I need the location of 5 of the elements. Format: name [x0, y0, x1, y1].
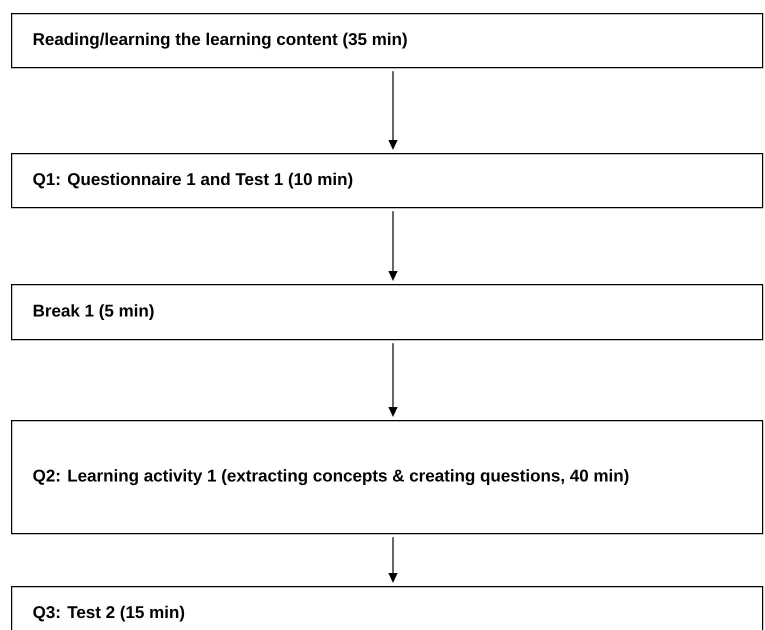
process-box: Reading/learning the learning content (35 min) [11, 13, 764, 68]
process-box: Break 1 (5 min) [11, 284, 764, 340]
process-box: Q2: Learning activity 1 (extracting concepts & creating questions, 40 min) [11, 420, 764, 534]
process-box: Q3: Test 2 (15 min) [11, 586, 764, 630]
process-box: Q1: Questionnaire 1 and Test 1 (10 min) [11, 153, 764, 208]
